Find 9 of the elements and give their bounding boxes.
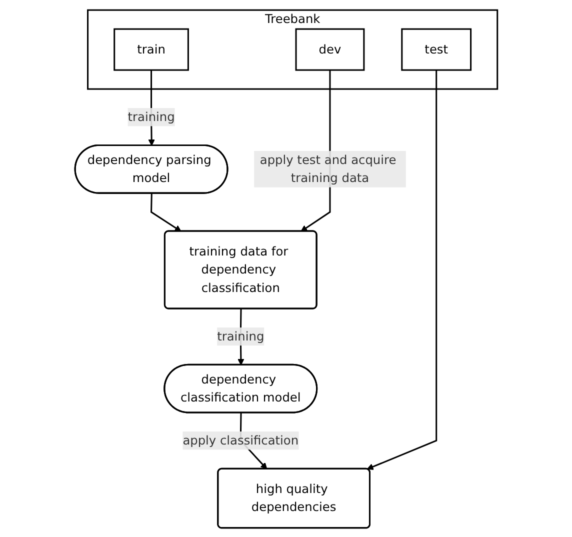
arrow bbox=[150, 192, 182, 232]
edge-label: apply classification bbox=[182, 432, 298, 447]
node-box: dev bbox=[295, 28, 364, 70]
edge-label: apply test and acquire training data bbox=[260, 152, 396, 185]
edge-label: training bbox=[128, 109, 175, 124]
edge-label: training bbox=[216, 328, 264, 343]
arrow bbox=[366, 70, 437, 470]
node-box: test bbox=[400, 28, 472, 70]
node-box: train bbox=[113, 28, 189, 70]
